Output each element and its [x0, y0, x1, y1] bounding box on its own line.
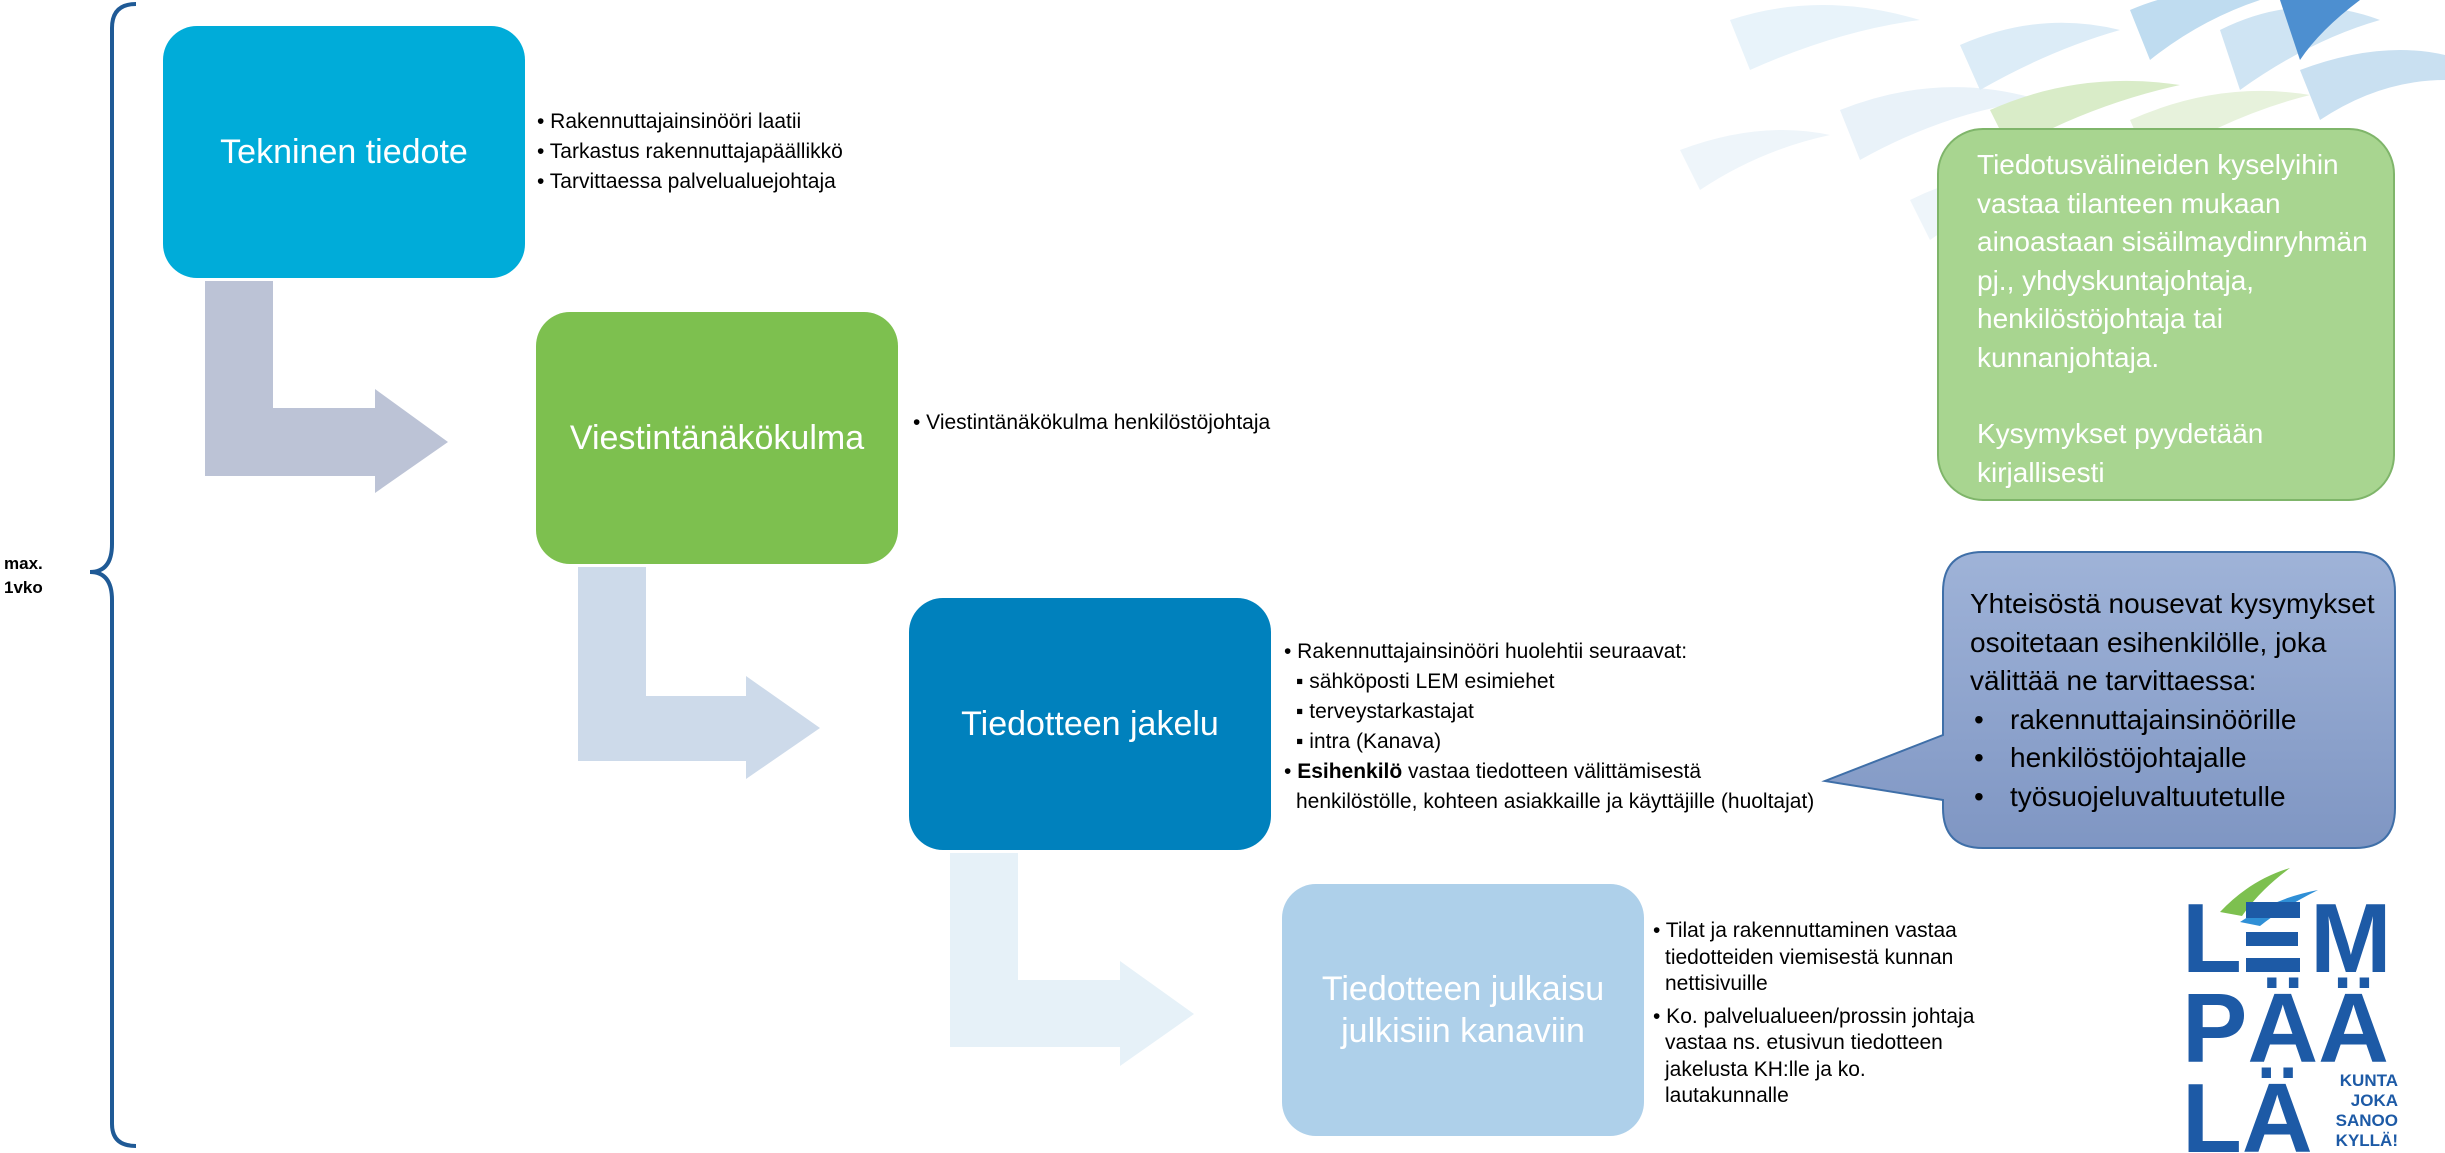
svg-text:PÄÄ: PÄÄ — [2182, 973, 2389, 1083]
svg-text:M: M — [2310, 890, 2392, 993]
lempaala-logo: L M PÄÄ LÄ KUNTA JOKA SANOO KYLLÄ! — [2180, 860, 2440, 1153]
logo-wordmark: L M PÄÄ LÄ KUNTA JOKA SANOO KYLLÄ! — [2182, 890, 2398, 1153]
notes-jakelu: • Rakennuttajainsinööri huolehtii seuraa… — [1284, 640, 1815, 813]
timeline-bracket — [89, 2, 137, 1148]
community-questions-text: Yhteisöstä nousevat kysymykset osoitetaa… — [1970, 585, 2390, 816]
step-viestintanakokulma: Viestintänäkökulma — [536, 312, 898, 564]
logo-slogan-2: JOKA — [2351, 1091, 2398, 1110]
notes-tekninen: • Rakennuttajainsinööri laatii • Tarkast… — [537, 110, 843, 193]
step-tiedotteen-julkaisu: Tiedotteen julkaisu julkisiin kanaviin — [1282, 884, 1644, 1136]
logo-slogan-3: SANOO — [2336, 1111, 2398, 1130]
svg-text:L: L — [2182, 890, 2242, 993]
notes-julkaisu: • Tilat ja rakennuttaminen vastaa tiedot… — [1653, 919, 1975, 1107]
media-inquiries-callout: Tiedotusvälineiden kyselyihin vastaa til… — [1937, 128, 2395, 501]
notes-viestinta: • Viestintänäkökulma henkilöstöjohtaja — [913, 411, 1271, 434]
step-tiedotteen-jakelu: Tiedotteen jakelu — [909, 598, 1271, 850]
logo-slogan-1: KUNTA — [2340, 1071, 2398, 1090]
duration-label: max. 1vko — [4, 554, 43, 597]
step-tekninen-tiedote: Tekninen tiedote — [163, 26, 525, 278]
logo-slogan-4: KYLLÄ! — [2336, 1131, 2398, 1150]
svg-text:LÄ: LÄ — [2182, 1063, 2313, 1153]
